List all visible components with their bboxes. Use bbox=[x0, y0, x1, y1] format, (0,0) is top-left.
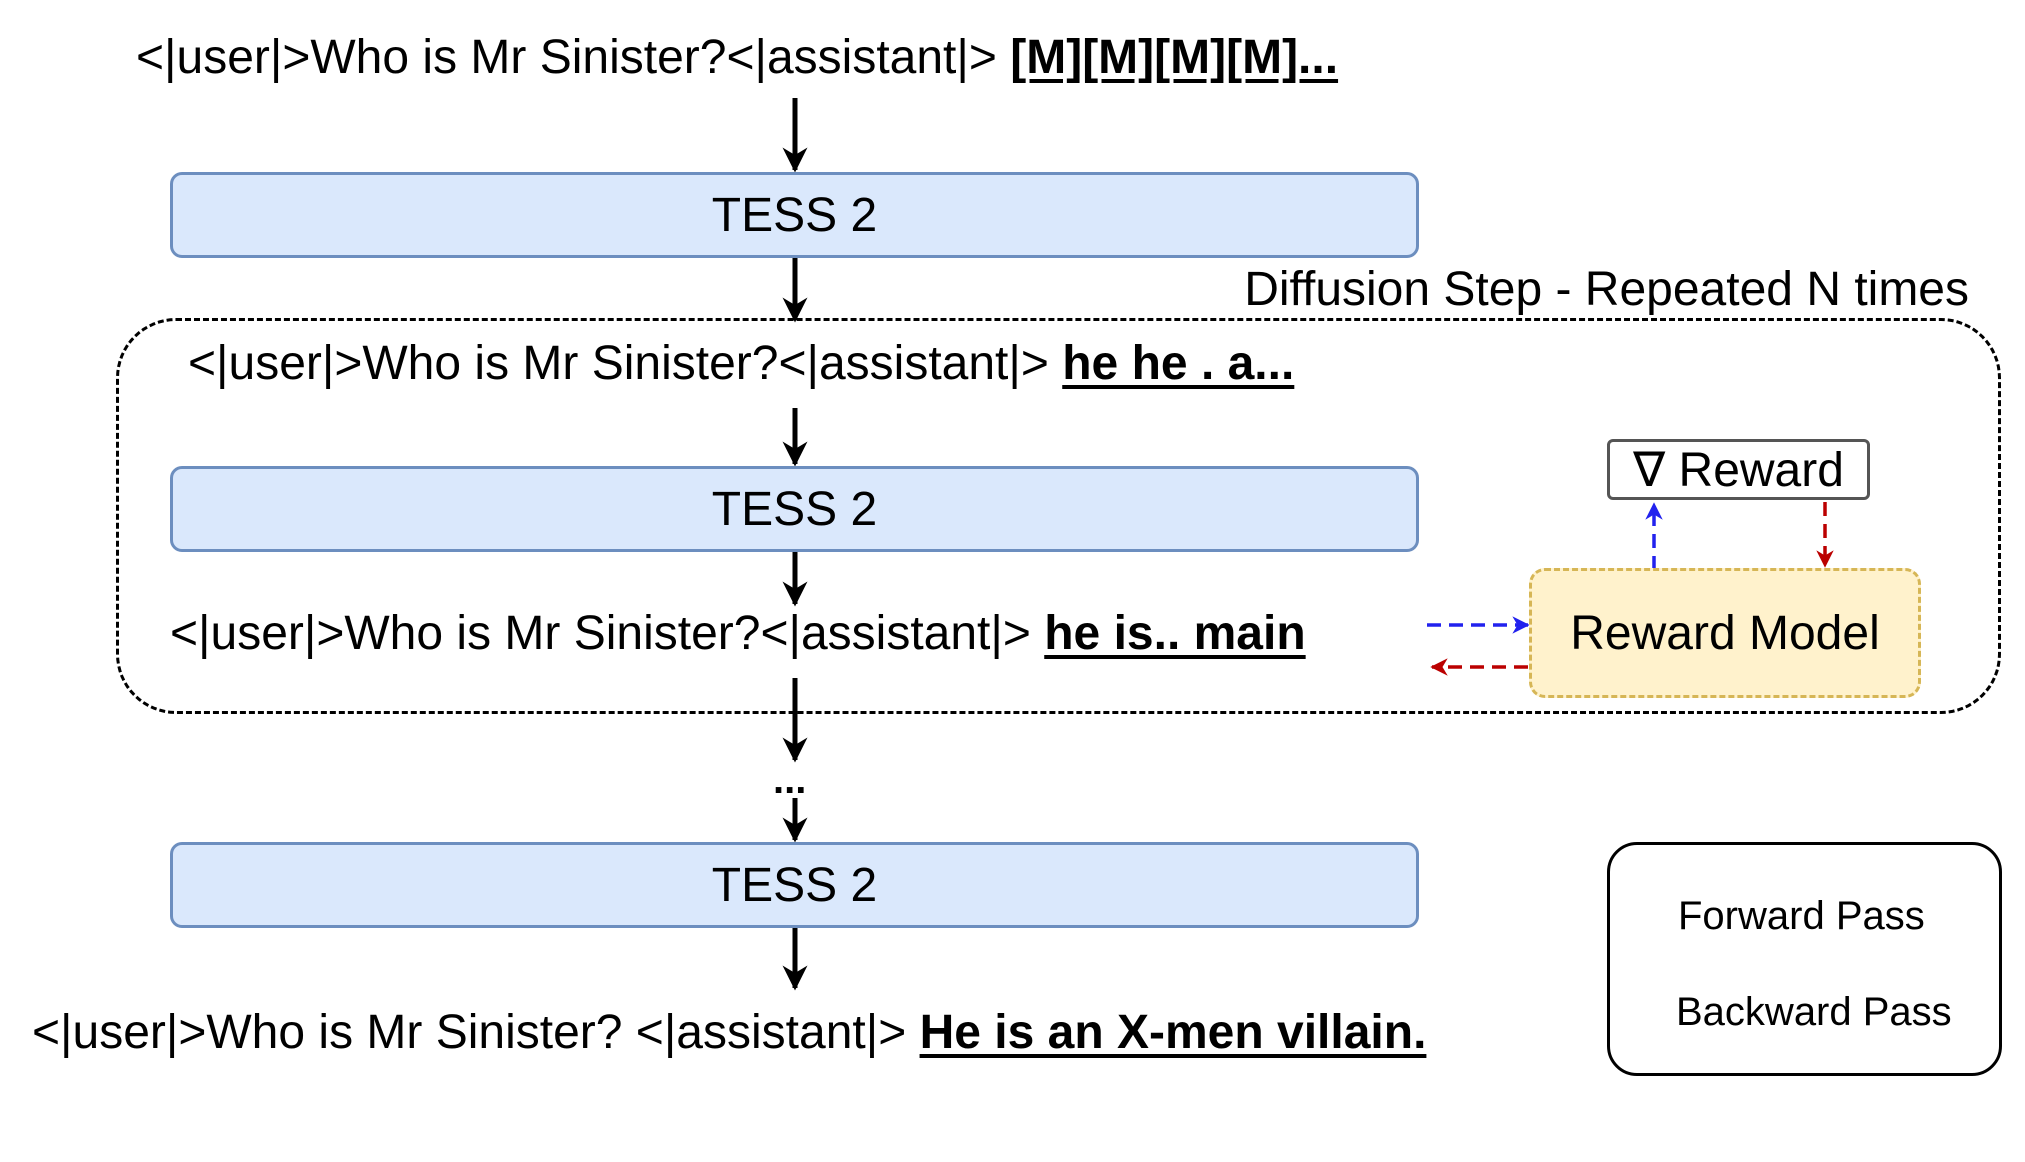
prompt-noisy-1: <|user|>Who is Mr Sinister?<|assistant|>… bbox=[188, 336, 1294, 392]
legend-backward-label: Backward Pass bbox=[1676, 990, 1952, 1034]
prompt-final: <|user|>Who is Mr Sinister? <|assistant|… bbox=[32, 1005, 1426, 1061]
legend: Forward Pass Backward Pass bbox=[1607, 842, 2002, 1076]
prompt-masked: <|user|>Who is Mr Sinister?<|assistant|>… bbox=[136, 30, 1338, 86]
tess-model-block-2: TESS 2 bbox=[170, 466, 1419, 552]
tess-model-block-3: TESS 2 bbox=[170, 842, 1419, 928]
noisy-response-2: he is.. main bbox=[1044, 607, 1306, 660]
diffusion-loop-boundary bbox=[116, 318, 2001, 714]
mask-tokens: [M][M][M][M]... bbox=[1010, 31, 1339, 84]
prompt-noisy-2: <|user|>Who is Mr Sinister?<|assistant|>… bbox=[170, 606, 1306, 662]
reward-gradient-box: ∇ Reward bbox=[1607, 439, 1870, 500]
reward-gradient-label: ∇ Reward bbox=[1633, 443, 1844, 497]
ellipsis: ... bbox=[773, 758, 807, 802]
prompt-prefix: <|user|>Who is Mr Sinister?<|assistant|> bbox=[188, 337, 1049, 390]
final-response: He is an X-men villain. bbox=[919, 1006, 1427, 1059]
tess-model-label: TESS 2 bbox=[711, 858, 878, 912]
reward-model-box: Reward Model bbox=[1529, 568, 1921, 698]
noisy-response-1: he he . a... bbox=[1062, 337, 1295, 390]
prompt-prefix: <|user|>Who is Mr Sinister?<|assistant|> bbox=[136, 31, 997, 84]
tess-model-label: TESS 2 bbox=[711, 188, 878, 242]
reward-model-label: Reward Model bbox=[1570, 606, 1880, 660]
legend-forward-label: Forward Pass bbox=[1678, 894, 1925, 938]
prompt-prefix-final: <|user|>Who is Mr Sinister? <|assistant|… bbox=[32, 1006, 907, 1059]
diffusion-loop-label: Diffusion Step - Repeated N times bbox=[1244, 263, 1969, 316]
prompt-prefix: <|user|>Who is Mr Sinister?<|assistant|> bbox=[170, 607, 1031, 660]
tess-model-block-1: TESS 2 bbox=[170, 172, 1419, 258]
tess-model-label: TESS 2 bbox=[711, 482, 878, 536]
